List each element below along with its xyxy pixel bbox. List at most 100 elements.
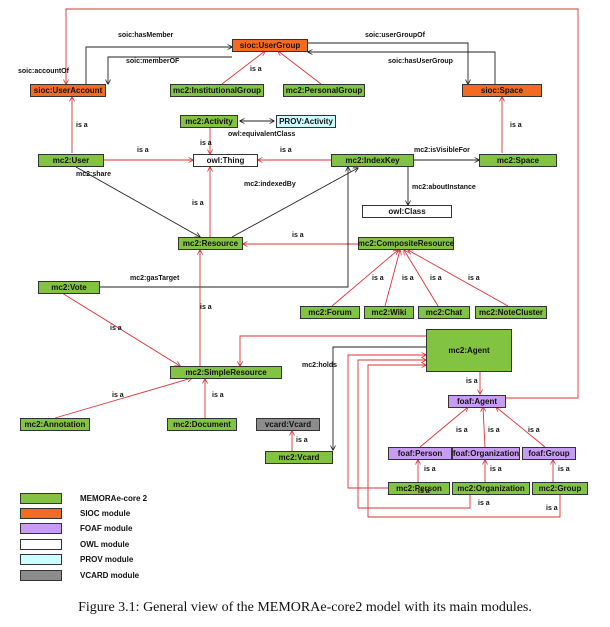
node-prov-activity[interactable]: PROV:Activity [276,115,336,128]
node-mc2-chat[interactable]: mc2:Chat [418,306,470,319]
node-mc2-indexkey[interactable]: mc2:IndexKey [331,154,414,167]
node-mc2-space[interactable]: mc2:Space [479,154,557,167]
node-mc2-group[interactable]: mc2:Group [532,482,588,495]
label-isa-mperson-agent: is a [418,488,430,495]
legend-swatch-vcard [20,570,62,581]
node-sioc-useraccount[interactable]: sioc:UserAccount [30,84,106,97]
node-foaf-agent[interactable]: foaf:Agent [448,395,506,408]
label-isa-forum: is a [372,275,384,282]
label-isa-annotation: is a [112,392,124,399]
node-mc2-user[interactable]: mc2:User [38,154,104,167]
label-isvisiblefor: mc2:isVisibleFor [414,147,470,154]
node-vcard-vcard[interactable]: vcard:Vcard [256,418,320,431]
label-isa-morg-agent: is a [478,500,490,507]
diagram-canvas [54,8,579,518]
legend-label-vcard: VCARD module [80,571,140,580]
legend-label-foaf: FOAF module [80,524,133,533]
legend-swatch-foaf [20,523,62,534]
label-isa-mgroup-agent: is a [546,505,558,512]
label-isa-simple: is a [200,304,212,311]
edge-wiki-composite [384,250,400,307]
node-mc2-forum[interactable]: mc2:Forum [300,306,360,319]
label-isa-space: is a [510,122,522,129]
edge-annot-simple [54,378,192,419]
edge-chat-composite [404,250,439,307]
label-isa-morg: is a [490,466,502,473]
label-isa-chat: is a [430,275,442,282]
node-owl-class[interactable]: owl:Class [362,205,452,218]
node-mc2-wiki[interactable]: mc2:Wiki [364,306,414,319]
node-mc2-simpleresource[interactable]: mc2:SimpleResource [170,366,282,379]
node-mc2-document[interactable]: mc2:Document [167,418,237,431]
label-indexedby: mc2:indexedBy [244,181,296,188]
node-mc2-vcard[interactable]: mc2:Vcard [265,451,333,464]
edge-mgroup-agent [367,365,561,518]
edge-note-composite [408,250,509,307]
label-hasusergroup: soic:hasUserGroup [388,58,453,65]
node-foaf-person[interactable]: foaf:Person [388,447,452,460]
label-equivalentclass: owl:equivalentClass [228,131,296,138]
edge-fgroup-fagent [496,407,546,448]
node-sioc-space[interactable]: sioc:Space [462,84,542,97]
node-foaf-organization[interactable]: foaf:Organization [452,447,520,460]
edge-vote-simple [61,292,180,366]
node-mc2-personalgroup[interactable]: mc2:PersonalGroup [283,84,365,97]
legend-swatch-owl [20,539,62,550]
label-memberof: soic:memberOF [126,58,180,65]
edge-resource-indexkey [231,168,358,238]
node-owl-thing[interactable]: owl:Thing [193,154,258,167]
node-mc2-notecluster[interactable]: mc2:NoteCluster [475,306,547,319]
edge-hasusergroup [308,52,496,84]
edge-accountof-loop [66,8,579,399]
legend-swatch-memorae [20,493,62,504]
legend-label-memorae: MEMORAe-core 2 [80,494,148,503]
label-isa-mgroup: is a [558,466,570,473]
edge-forg-fagent [483,407,485,448]
edge-agent-holds [333,346,426,450]
figure-caption: Figure 3.1: General view of the MEMORAe-… [78,600,532,615]
edge-fperson-fagent [419,407,468,448]
label-isa-forg: is a [488,427,500,434]
label-aboutinstance: mc2:aboutInstance [412,184,476,191]
legend-swatch-prov [20,554,62,565]
label-isa-indexkey-thing: is a [280,147,292,154]
legend-swatch-sioc [20,508,62,519]
label-isa-wiki: is a [402,275,414,282]
edge-user-share [75,166,200,237]
legend-label-owl: OWL module [80,540,130,549]
node-mc2-agent[interactable]: mc2:Agent [426,329,512,372]
label-isa-composite: is a [292,232,304,239]
edge-inst-usergroup [221,51,265,85]
edge-agent-simple [240,335,426,366]
label-hasmember: soic:hasMember [118,32,174,39]
node-mc2-organization[interactable]: mc2:Organization [452,482,530,495]
label-isa-activity: is a [200,140,212,147]
label-isa-mperson: is a [424,466,436,473]
node-mc2-annotation[interactable]: mc2:Annotation [20,418,90,431]
label-isa-usergroup: is a [250,66,262,73]
legend-label-prov: PROV module [80,555,134,564]
label-usergroupof: soic:userGroupOf [365,32,425,39]
edge-morg-agent [357,360,471,509]
label-isa-vcard: is a [296,437,308,444]
label-isa-vote: is a [110,325,122,332]
node-mc2-activity[interactable]: mc2:Activity [180,115,238,128]
edge-hasmember [85,47,232,84]
label-holds: mc2:holds [302,362,338,369]
edge-mperson-agent [347,355,426,489]
node-mc2-institutionalgroup[interactable]: mc2:InstitutionalGroup [170,84,264,97]
label-accountof: soic:accountOf [18,68,69,75]
edge-forum-composite [331,250,398,307]
edge-memberof [108,56,232,84]
label-isa-fperson: is a [456,427,468,434]
node-mc2-person[interactable]: mc2:Person [388,482,450,495]
edge-usergroupof [308,42,468,84]
label-isa-resource: is a [192,200,204,207]
node-sioc-usergroup[interactable]: sioc:UserGroup [232,39,308,52]
label-gastarget: mc2:gasTarget [130,275,180,282]
node-foaf-group[interactable]: foaf:Group [522,447,576,460]
node-mc2-resource[interactable]: mc2:Resource [178,237,243,250]
node-mc2-vote[interactable]: mc2:Vote [38,281,100,294]
node-mc2-compositeresource[interactable]: mc2:CompositeResource [357,237,455,250]
label-isa-note: is a [468,275,480,282]
